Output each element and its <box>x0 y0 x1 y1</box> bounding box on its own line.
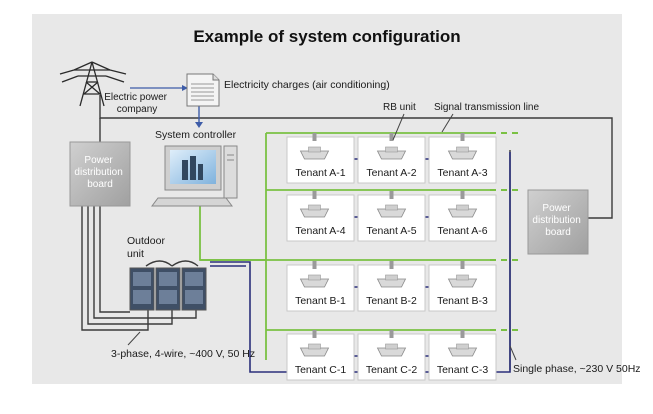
tenant-label: Tenant C-1 <box>295 364 347 376</box>
tenant-box: Tenant A-6 <box>428 191 497 242</box>
tenant-box: Tenant A-1 <box>286 133 355 184</box>
computer-icon <box>151 145 238 207</box>
indoor-unit-icon <box>299 133 330 160</box>
indoor-unit-icon <box>376 133 407 160</box>
indoor-unit-icon <box>299 261 330 288</box>
indoor-unit-icon <box>376 191 407 218</box>
tenant-box: Tenant A-4 <box>286 191 355 242</box>
indoor-unit-icon <box>447 191 478 218</box>
electric-power-company-label: Electric power company <box>104 92 170 115</box>
tenant-label: Tenant C-3 <box>437 364 489 376</box>
tenant-label: Tenant A-6 <box>437 225 487 237</box>
tenant-label: Tenant A-2 <box>366 167 416 179</box>
indoor-unit-icon <box>299 191 330 218</box>
tenant-label: Tenant B-3 <box>437 295 488 307</box>
tenant-box: Tenant A-3 <box>428 133 497 184</box>
tenant-box: Tenant B-3 <box>428 261 497 312</box>
tenant-label: Tenant C-2 <box>366 364 418 376</box>
refrigerant-lines <box>210 152 511 373</box>
svg-text:Power distribution: Power distribution board <box>532 203 583 238</box>
power-pylon-icon <box>59 61 127 107</box>
tenant-label: Tenant A-4 <box>295 225 345 237</box>
single-phase-label: Single phase, ~230 V 50Hz <box>513 363 641 375</box>
diagram-title: Example of system configuration <box>193 27 460 46</box>
outdoor-unit-icon <box>129 260 207 311</box>
charges-arrow <box>130 85 203 128</box>
tenant-label: Tenant B-1 <box>295 295 346 307</box>
svg-text:Power distribution: Power distribution board <box>74 155 125 190</box>
three-phase-label: 3-phase, 4-wire, ~400 V, 50 Hz <box>111 348 255 360</box>
tenant-label: Tenant A-3 <box>437 167 487 179</box>
outdoor-unit-label: Outdoor unit <box>127 235 168 260</box>
signal-line-dashed-ends <box>490 132 520 331</box>
signal-lines <box>199 132 490 360</box>
power-distribution-board-left: Power distribution board <box>69 141 131 207</box>
three-phase-pointer <box>127 331 141 346</box>
single-phase-pointer <box>509 345 517 361</box>
indoor-unit-icon <box>376 330 407 357</box>
rb-unit-label: RB unit <box>383 102 416 113</box>
electricity-bill-icon <box>186 73 220 107</box>
tenant-box: Tenant C-3 <box>428 330 497 381</box>
tenant-box: Tenant C-1 <box>286 330 355 381</box>
power-distribution-board-right: Power distribution board <box>527 189 589 255</box>
indoor-unit-icon <box>447 261 478 288</box>
signal-line-label: Signal transmission line <box>434 102 539 113</box>
tenant-label: Tenant B-2 <box>366 295 417 307</box>
signal-line-pointer <box>441 113 454 133</box>
tenant-label: Tenant A-5 <box>366 225 416 237</box>
tenant-box: Tenant B-1 <box>286 261 355 312</box>
indoor-unit-icon <box>447 330 478 357</box>
indoor-unit-icon <box>376 261 407 288</box>
tenant-box: Tenant A-2 <box>357 133 426 184</box>
tenant-box: Tenant B-2 <box>357 261 426 312</box>
indoor-unit-icon <box>299 330 330 357</box>
indoor-unit-icon <box>447 133 478 160</box>
rb-unit-pointer <box>392 113 405 141</box>
electricity-charges-label: Electricity charges (air conditioning) <box>224 79 390 91</box>
tenant-box: Tenant A-5 <box>357 191 426 242</box>
system-controller-label: System controller <box>155 129 237 141</box>
tenant-box: Tenant C-2 <box>357 330 426 381</box>
tenant-label: Tenant A-1 <box>295 167 345 179</box>
